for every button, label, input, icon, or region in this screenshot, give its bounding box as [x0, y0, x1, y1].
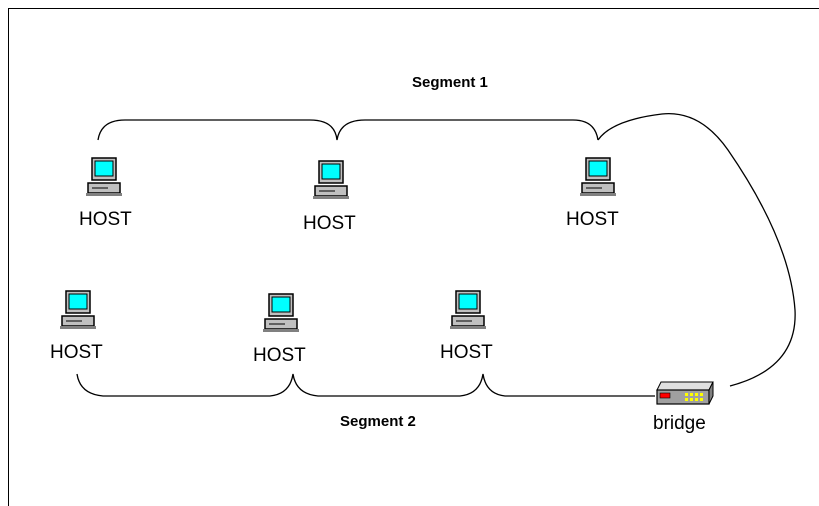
computer-icon — [580, 157, 616, 196]
segment-2-label: Segment 2 — [340, 413, 416, 430]
computer-icon — [263, 293, 299, 332]
segment-1-label: Segment 1 — [412, 74, 488, 91]
bridge-label: bridge — [653, 413, 706, 434]
frame-left-border — [8, 8, 9, 506]
computer-icon — [450, 290, 486, 329]
frame-top-border — [8, 8, 819, 9]
host-label: HOST — [79, 209, 132, 230]
segment-1-cable — [97, 119, 599, 141]
computer-icon — [86, 157, 122, 196]
computer-icon — [60, 290, 96, 329]
bridge-uplink-cable — [597, 112, 796, 387]
segment-2-cable — [76, 373, 655, 397]
bridge-device-icon — [656, 381, 714, 405]
host-label: HOST — [566, 209, 619, 230]
host-label: HOST — [440, 342, 493, 363]
host-label: HOST — [50, 342, 103, 363]
computer-icon — [313, 160, 349, 199]
host-label: HOST — [303, 213, 356, 234]
host-label: HOST — [253, 345, 306, 366]
